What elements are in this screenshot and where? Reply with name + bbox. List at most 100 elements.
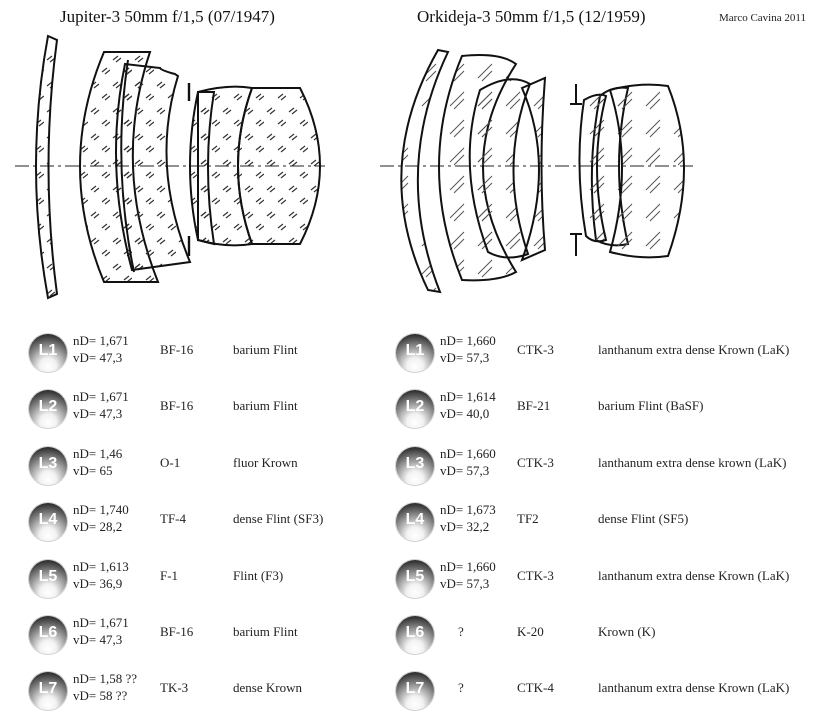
glass-description: fluor Krown — [233, 455, 298, 470]
glass-code: TF2 — [517, 511, 539, 526]
lens-badge: L1 — [29, 334, 67, 372]
lens-row: L3 nD= 1,46 vD= 65 O-1 fluor Krown — [29, 443, 449, 491]
jupiter-3-diagram — [15, 34, 325, 300]
lens-label: L1 — [38, 342, 58, 359]
vd-value: vD= 47,3 — [73, 406, 123, 421]
nd-value: nD= 1,46 — [73, 446, 123, 461]
glass-code: F-1 — [160, 568, 179, 583]
nd-value: nD= 1,671 — [73, 333, 129, 348]
lens-badge: L4 — [29, 503, 67, 541]
glass-code: K-20 — [517, 624, 544, 639]
lens-element-L3 — [115, 62, 192, 272]
lens-label: L4 — [405, 511, 425, 528]
lens-row: L5 nD= 1,613 vD= 36,9 F-1 Flint (F3) — [29, 556, 449, 604]
vd-value: vD= 47,3 — [73, 632, 123, 647]
lens-label: L5 — [405, 568, 425, 585]
glass-description: Flint (F3) — [233, 568, 284, 583]
nd-value: nD= 1,613 — [73, 559, 129, 574]
glass-description: dense Flint (SF5) — [598, 511, 689, 526]
lens-element-L1 — [35, 34, 59, 300]
lens-label: L4 — [38, 511, 58, 528]
lens-label: L2 — [38, 398, 58, 415]
vd-value: vD= 47,3 — [73, 350, 123, 365]
lens-row: L2 nD= 1,671 vD= 47,3 BF-16 barium Flint — [29, 386, 449, 434]
lens-badge: L2 — [396, 390, 434, 428]
lens-badge: L7 — [396, 672, 434, 710]
glass-description: Krown (K) — [598, 624, 656, 639]
lens-badge: L6 — [29, 616, 67, 654]
vd-value: vD= 57,3 — [440, 576, 490, 591]
glass-code: CTK-3 — [517, 455, 554, 470]
glass-description: lanthanum extra dense Krown (LaK) — [598, 680, 790, 695]
nd-value: nD= 1,740 — [73, 502, 129, 517]
lens-row: L3 nD= 1,660 vD= 57,3 CTK-3 lanthanum ex… — [396, 443, 816, 491]
lens-label: L5 — [38, 568, 58, 585]
lens-element-L1 — [400, 48, 450, 294]
glass-description: dense Flint (SF3) — [233, 511, 324, 526]
glass-code: TK-3 — [160, 680, 189, 695]
nd-value: nD= 1,58 ?? — [73, 671, 138, 686]
vd-value: vD= 40,0 — [440, 406, 490, 421]
glass-description: lanthanum extra dense Krown (LaK) — [598, 342, 790, 357]
lens-row: L6 ? K-20 Krown (K) — [396, 612, 816, 660]
glass-code: BF-21 — [517, 398, 551, 413]
glass-description: lanthanum extra dense Krown (LaK) — [598, 568, 790, 583]
nd-value: nD= 1,673 — [440, 502, 496, 517]
lens-badge: L5 — [29, 560, 67, 598]
vd-value: vD= 65 — [73, 463, 113, 478]
lens-label: L6 — [38, 624, 58, 641]
lens-badge: L6 — [396, 616, 434, 654]
vd-value: vD= 58 ?? — [73, 688, 128, 703]
glass-code: TF-4 — [160, 511, 186, 526]
lens-row: L1 nD= 1,671 vD= 47,3 BF-16 barium Flint — [29, 330, 449, 378]
lens-label: L3 — [405, 455, 425, 472]
glass-code: BF-16 — [160, 624, 194, 639]
nd-value: nD= 1,671 — [73, 389, 129, 404]
lens-row: L4 nD= 1,740 vD= 28,2 TF-4 dense Flint (… — [29, 499, 449, 547]
lens-row: L5 nD= 1,660 vD= 57,3 CTK-3 lanthanum ex… — [396, 556, 816, 604]
lens-row: L4 nD= 1,673 vD= 32,2 TF2 dense Flint (S… — [396, 499, 816, 547]
author-credit: Marco Cavina 2011 — [719, 12, 806, 24]
vd-value: vD= 32,2 — [440, 519, 490, 534]
glass-code: CTK-4 — [517, 680, 554, 695]
glass-description: barium Flint — [233, 624, 298, 639]
lens-badge: L4 — [396, 503, 434, 541]
nd-value: nD= 1,614 — [440, 389, 496, 404]
glass-code: BF-16 — [160, 398, 194, 413]
lens-cross-section-diagrams — [15, 34, 693, 300]
glass-description: dense Krown — [233, 680, 302, 695]
lens-label: L3 — [38, 455, 58, 472]
lens-element-L7 — [608, 83, 685, 259]
glass-code: CTK-3 — [517, 342, 554, 357]
lens-label: L7 — [38, 680, 58, 697]
lens-element-L6 — [237, 87, 321, 245]
glass-code: O-1 — [160, 455, 181, 470]
lens-row: L1 nD= 1,660 vD= 57,3 CTK-3 lanthanum ex… — [396, 330, 816, 378]
lens-row: L2 nD= 1,614 vD= 40,0 BF-21 barium Flint… — [396, 386, 816, 434]
nd-value: nD= 1,660 — [440, 559, 496, 574]
lens-row: L7 nD= 1,58 ?? vD= 58 ?? TK-3 dense Krow… — [29, 668, 449, 716]
right-design-title: Orkideja-3 50mm f/1,5 (12/1959) — [417, 7, 646, 26]
lens-row: L7 ? CTK-4 lanthanum extra dense Krown (… — [396, 668, 816, 716]
vd-value: vD= 57,3 — [440, 350, 490, 365]
lens-row: L6 nD= 1,671 vD= 47,3 BF-16 barium Flint — [29, 612, 449, 660]
lens-element-L6 — [578, 93, 608, 243]
lens-element-L4 — [520, 76, 547, 262]
unknown-index-value: ? — [458, 680, 464, 695]
left-design-title: Jupiter-3 50mm f/1,5 (07/1947) — [60, 7, 275, 26]
lens-label: L2 — [405, 398, 425, 415]
nd-value: nD= 1,660 — [440, 446, 496, 461]
lens-label: L6 — [405, 624, 425, 641]
lens-badge: L1 — [396, 334, 434, 372]
lens-element-L7 — [189, 91, 216, 246]
nd-value: nD= 1,660 — [440, 333, 496, 348]
glass-description: barium Flint — [233, 342, 298, 357]
orkideja-3-diagram — [380, 48, 693, 294]
glass-code: CTK-3 — [517, 568, 554, 583]
lens-badge: L5 — [396, 560, 434, 598]
lens-badge: L7 — [29, 672, 67, 710]
lens-label: L1 — [405, 342, 425, 359]
vd-value: vD= 36,9 — [73, 576, 123, 591]
lens-badge: L3 — [29, 447, 67, 485]
glass-description: barium Flint (BaSF) — [598, 398, 704, 413]
